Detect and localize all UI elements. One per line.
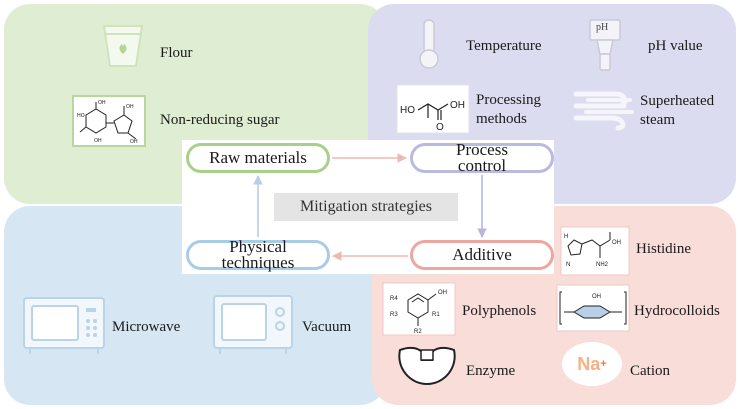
physical-techniques-hub-line2: techniques <box>221 253 295 272</box>
physical-techniques-hub-line1: Physical <box>229 237 287 256</box>
svg-text:R2: R2 <box>414 329 422 335</box>
ph-value-label: pH value <box>648 38 703 54</box>
histidine-structure-icon: H N OH NH2 <box>560 226 630 276</box>
sucrose-structure-icon: HO OH OH OH OH <box>72 95 146 147</box>
lactic-o-label: O <box>436 122 444 133</box>
cation-charge: + <box>600 358 607 370</box>
steam-icon <box>573 91 634 131</box>
hydrocolloid-structure-icon: OH <box>556 284 630 332</box>
svg-text:H: H <box>564 234 568 240</box>
svg-text:NH2: NH2 <box>596 262 609 268</box>
superheated-steam-line1: Superheated <box>640 93 715 109</box>
hydrocolloids-label: Hydrocolloids <box>634 303 720 319</box>
lactic-acid-structure-icon: HO OH O <box>396 84 470 134</box>
thermometer-icon <box>419 19 439 69</box>
additive-hub-label: Additive <box>452 245 512 264</box>
svg-text:R4: R4 <box>390 296 398 302</box>
additive-hub: Additive <box>410 240 554 270</box>
svg-text:R1: R1 <box>432 312 440 318</box>
process-control-hub-line1: Process <box>456 140 508 159</box>
flour-label: Flour <box>160 45 193 61</box>
svg-text:OH: OH <box>130 139 138 145</box>
process-control-hub-line2: control <box>457 156 507 175</box>
svg-text:N: N <box>566 262 570 268</box>
vacuum-oven-icon <box>213 295 293 354</box>
svg-text:HO: HO <box>77 113 85 119</box>
processing-methods-line2: methods <box>476 111 527 127</box>
microwave-icon <box>23 297 105 354</box>
svg-text:R3: R3 <box>390 312 398 318</box>
processing-methods-label: Processing methods <box>476 91 541 129</box>
superheated-steam-label: Superheated steam <box>640 92 714 130</box>
processing-methods-line1: Processing <box>476 92 541 108</box>
svg-text:OH: OH <box>612 240 621 246</box>
mitigation-strategies-label: Mitigation strategies <box>274 193 458 221</box>
cation-label: Cation <box>630 363 670 379</box>
enzyme-icon <box>398 346 456 386</box>
histidine-label: Histidine <box>636 241 691 257</box>
ph-badge: pH <box>596 22 609 33</box>
vacuum-label: Vacuum <box>302 319 352 335</box>
svg-text:OH: OH <box>592 294 601 300</box>
microwave-label: Microwave <box>112 319 181 335</box>
lactic-oh-label: OH <box>450 100 465 111</box>
raw-materials-hub-label: Raw materials <box>209 148 307 167</box>
svg-text:OH: OH <box>126 104 134 110</box>
cation-icon: Na+ <box>562 342 622 386</box>
polyphenol-structure-icon: R4 R3 R2 R1 OH <box>382 282 456 336</box>
svg-text:OH: OH <box>94 138 102 144</box>
ph-meter-icon <box>589 19 621 71</box>
lactic-ho-label: HO <box>400 105 415 116</box>
non-reducing-sugar-label: Non-reducing sugar <box>160 112 280 128</box>
raw-materials-hub: Raw materials <box>186 143 330 173</box>
superheated-steam-line2: steam <box>640 112 675 128</box>
cation-symbol: Na <box>577 353 601 374</box>
enzyme-label: Enzyme <box>466 363 516 379</box>
svg-text:OH: OH <box>98 100 106 106</box>
polyphenols-label: Polyphenols <box>462 303 537 319</box>
svg-text:OH: OH <box>438 290 447 296</box>
temperature-label: Temperature <box>466 38 542 54</box>
flour-icon <box>102 25 144 67</box>
